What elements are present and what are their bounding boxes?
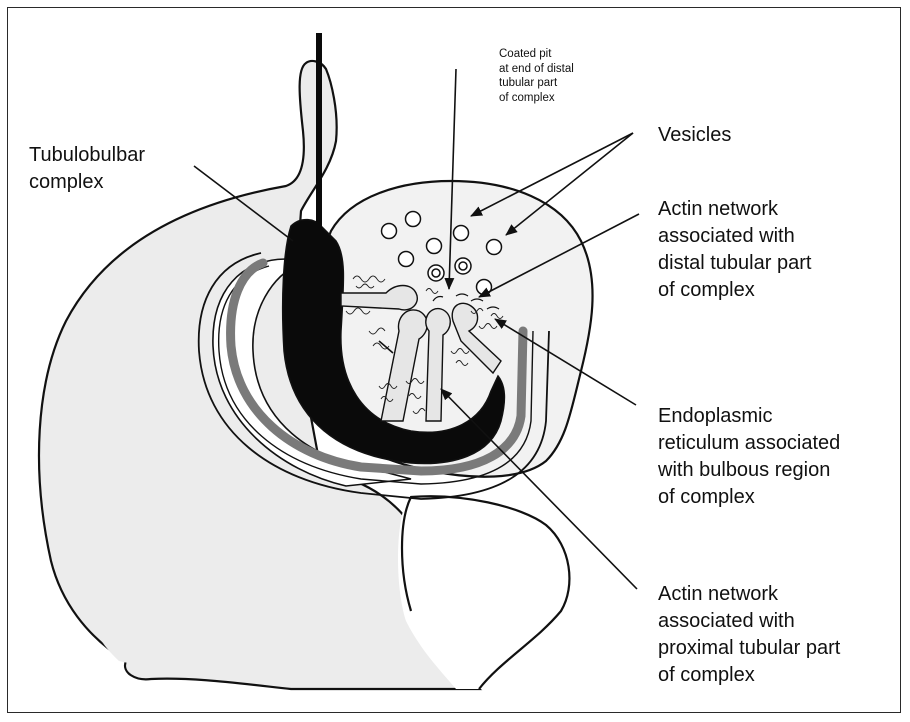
label-actin-proximal: Actin network associated with proximal t… bbox=[658, 581, 840, 689]
label-endoplasmic-reticulum: Endoplasmic reticulum associated with bu… bbox=[658, 403, 840, 511]
label-coated-pit: Coated pit at end of distal tubular part… bbox=[499, 47, 574, 105]
leader-vesicles-1 bbox=[471, 133, 633, 216]
label-tubulobulbar-complex: Tubulobulbar complex bbox=[29, 142, 145, 196]
figure-frame: Tubulobulbar complex Coated pit at end o… bbox=[7, 7, 901, 713]
label-vesicles: Vesicles bbox=[658, 122, 731, 149]
leader-vesicles-2 bbox=[506, 133, 633, 235]
label-actin-distal: Actin network associated with distal tub… bbox=[658, 196, 811, 304]
